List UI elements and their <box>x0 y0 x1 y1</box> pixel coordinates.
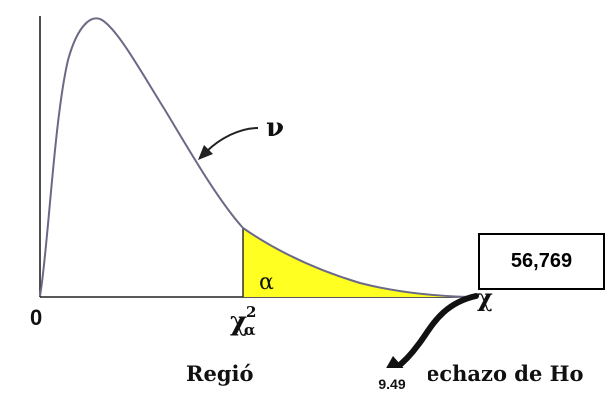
density-curve <box>39 17 471 298</box>
curve-pointer-arrowhead <box>198 145 213 160</box>
axis-end-label: χ <box>477 283 493 312</box>
origin-label: 0 <box>30 305 42 330</box>
statistic-value-box: 56,769 <box>478 233 605 290</box>
curve-label: ν <box>266 113 284 143</box>
statistic-value-text: 56,769 <box>510 250 573 272</box>
critical-label-sub: α <box>244 321 256 339</box>
region-caption-left: Regió <box>186 361 253 386</box>
rejection-region-area <box>243 228 470 297</box>
statistic-pointer-arrow <box>393 293 479 371</box>
area-label: α <box>259 270 274 295</box>
critical-label-sup: 2 <box>246 303 256 321</box>
curve-pointer-arrow <box>205 127 259 153</box>
critical-value-box: 9.49 <box>356 368 428 399</box>
critical-label-base: χ <box>230 307 247 337</box>
critical-value-text: 9.49 <box>378 375 406 392</box>
region-caption-right: echazo de Ho <box>426 361 583 386</box>
